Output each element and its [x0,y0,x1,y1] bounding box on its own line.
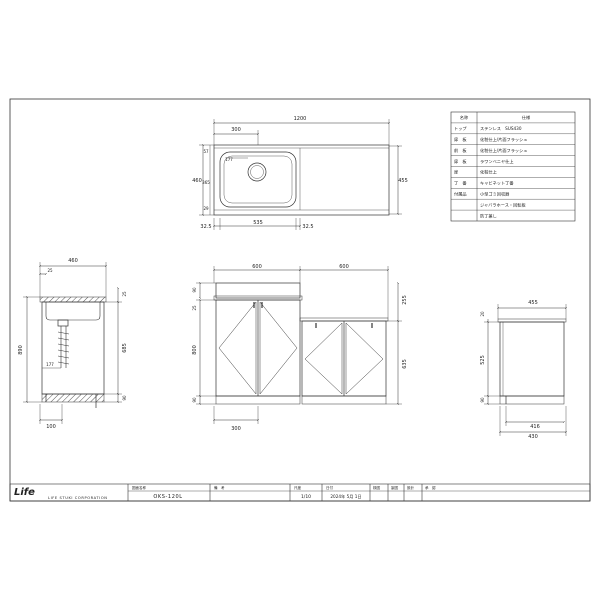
plan-sink-depth: 365 [202,180,210,185]
date-label: 日付 [326,485,334,490]
plan-depth-right-label: 455 [398,178,408,184]
spec-header-name: 名称 [460,114,468,121]
spec-row-value: 化粧仕上/片面フラッシュ [480,136,527,143]
sink-basin [219,151,297,208]
front-drawer-offset-label: 300 [231,426,241,432]
plan-view [199,119,402,230]
plan-offset-label: 300 [231,127,241,133]
spec-row-name: 付属品 [454,191,467,198]
door-right-diagonal-2 [345,322,384,395]
plan-margin-right: 32.5 [302,224,313,230]
front-unit-left-label: 600 [252,264,262,270]
small-side-labels: 455 20 525 90 416 430 [480,300,540,440]
company-name: LIFE STUKI CORPORATION [48,496,108,500]
plan-sink-top-gap: 57 [203,149,209,154]
side-sink-basin [45,302,101,321]
remarks-label: 備 考 [214,485,225,490]
side-back-gap-label: 25 [47,268,53,273]
spec-row-value: ステンレス SUS430 [480,126,522,132]
side-total-height-label: 890 [18,345,24,355]
spec-row-name: 扉 板 [454,158,467,165]
plan-width-label: 1200 [294,116,307,122]
side-trap-offset-label: 177 [46,362,54,367]
approval-label: 承 認 [425,485,436,490]
spec-row-value: ジャバラホース・回転板 [480,201,526,208]
designer-label: 検図 [373,485,381,490]
front-top-height-label: 90 [192,287,197,293]
side-body [41,301,105,395]
small-side-toe-label: 90 [480,397,485,403]
small-side-depth-label: 455 [528,300,538,306]
spec-row-value: 化粧仕上/片面フラッシュ [480,147,527,154]
small-side-view [484,304,566,436]
spec-row-value: ラワンベニヤ仕上 [480,158,514,165]
plan-sink-bottom-gap: 29 [203,206,209,211]
plan-drain-offset: 177 [225,157,233,162]
countertop-outline [213,144,390,216]
front-labels: 600 600 90 25 800 90 255 635 300 [192,264,408,432]
side-toe-label: 90 [122,395,127,401]
spec-row-name: トップ [454,126,467,132]
small-side-top-label: 20 [480,311,485,317]
spec-row-value: キャビネット丁番 [480,180,514,187]
approver-label: 設計 [407,485,415,490]
small-side-body [499,321,565,397]
drain-icon [247,162,267,182]
side-section-view [23,262,122,424]
side-body-height-label: 685 [122,343,128,353]
small-side-height-label: 525 [480,355,486,365]
drain-trap [60,326,67,368]
drawing-name-label: 図面名称 [132,485,146,490]
spec-row-name: 扉 板 [454,136,467,143]
door-left-diagonal-2 [304,322,343,395]
side-labels: 460 25 890 685 25 90 177 100 [18,258,128,430]
title-block [9,483,591,502]
scale-label: 尺度 [294,485,302,490]
side-backsplash-label: 25 [122,291,127,297]
company-logo: Life [14,487,35,498]
spec-row-name: 扉 [454,169,458,176]
scale-value: 1/10 [301,494,311,500]
checker-label: 製図 [391,485,399,490]
side-trap-depth-label: 100 [46,424,56,430]
date-value: 2024年 5月 1日 [330,493,361,500]
front-top-thickness-label: 25 [192,305,197,311]
front-view [196,266,402,424]
door-left-diagonal [218,301,257,395]
drawing-name: OKS-120L [153,494,182,500]
spec-table: 名称仕様トップステンレス SUS430扉 板化粧仕上/片面フラッシュ前 板化粧仕… [450,111,576,222]
plan-labels: 1200 300 460 455 57 365 29 177 535 32.5 … [192,116,408,230]
side-depth-label: 460 [68,258,78,264]
spec-row-name: 丁 番 [454,180,467,187]
plan-margin-left: 32.5 [200,224,211,230]
front-right-top-label: 255 [402,295,408,305]
spec-row-name: 前 板 [454,147,467,154]
front-door-height-label: 800 [192,345,198,355]
front-unit-right-label: 600 [339,264,349,270]
title-block-text: Life LIFE STUKI CORPORATION 図面名称 OKS-120… [14,485,436,500]
front-right-height-label: 635 [402,359,408,369]
spec-header-value: 仕様 [522,114,531,121]
spec-row-value: 小型ゴミ回収器 [480,191,510,198]
spec-row-value: 防丁兼し [480,212,497,219]
front-toe-label: 90 [192,397,197,403]
small-side-inner-label: 416 [530,424,540,430]
plan-sink-width: 535 [253,220,263,226]
front-top-left [215,282,301,299]
plan-depth-left-label: 460 [192,178,202,184]
spec-row-value: 化粧仕上 [480,169,497,176]
door-right-diagonal [259,301,298,395]
small-side-outer-label: 430 [528,434,538,440]
